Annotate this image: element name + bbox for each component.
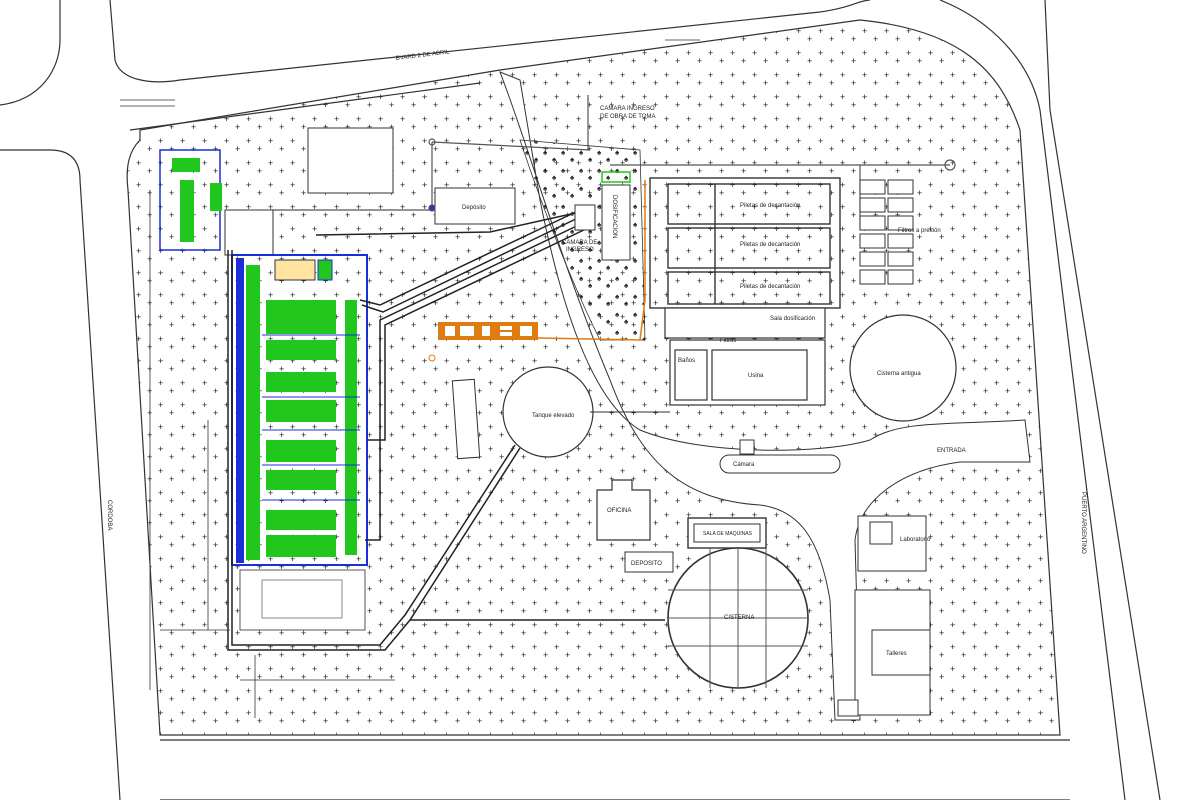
building-top — [307, 127, 394, 194]
main-building-lower — [664, 307, 826, 406]
label-camara-ingreso-2: INGRESO — [566, 247, 594, 253]
street-right: PUERTO ARGENTINO — [1080, 492, 1086, 554]
label-camara-ingreso-obra-1: CAMARA INGRESO — [600, 106, 655, 112]
street-left: CORDOBA — [106, 500, 112, 530]
label-usina: Usina — [748, 373, 764, 379]
label-oficina: OFICINA — [607, 508, 631, 514]
oficina-building — [596, 479, 651, 541]
bottom-street — [160, 739, 1070, 800]
label-camara: Cámara — [733, 462, 755, 468]
tanque-elevado — [502, 366, 594, 458]
label-sala-dosificacion: Sala dosificación — [770, 316, 815, 322]
filter-building — [159, 149, 368, 631]
camara-ingreso — [574, 204, 596, 231]
label-cisterna-antigua: Cisterna antigua — [877, 371, 921, 377]
cisterna-antigua — [849, 314, 957, 422]
sala-maquinas-inner — [693, 523, 761, 543]
label-tanque-elevado: Tanque elevado — [532, 413, 575, 419]
label-pileta-1: Piletas de decantación — [740, 203, 800, 209]
inner-road — [499, 71, 1031, 721]
label-filtros-presion: Filtros a presión — [898, 228, 941, 234]
label-entrada: ENTRADA — [937, 448, 966, 454]
label-dosificacion: DOSIFICACION — [611, 195, 617, 238]
label-deposito: DEPOSITO — [631, 561, 662, 567]
sala-maquinas — [687, 517, 767, 549]
laboratorio-building — [857, 515, 927, 572]
pipeline-bundle — [227, 209, 665, 651]
label-camara-ingreso-obra-2: DE OBRA DE TOMA — [600, 114, 655, 120]
deposito-building — [624, 551, 674, 573]
label-camara-ingreso-1: CAMARA DE — [562, 240, 597, 246]
label-filtros: Filtros — [720, 338, 736, 344]
cisterna — [667, 547, 809, 689]
piletas-decantacion — [649, 177, 841, 309]
label-sala-maquinas: SALA DE MAQUINAS — [703, 531, 753, 537]
talleres-building — [837, 589, 931, 717]
label-pileta-2: Piletas de decantación — [740, 242, 800, 248]
label-cisterna: CISTERNA — [724, 615, 754, 621]
dosificacion-marker — [601, 171, 631, 183]
dosificacion-building — [601, 184, 631, 261]
canal — [451, 378, 481, 460]
label-pileta-3: Piletas de decantación — [740, 284, 800, 290]
street-top: BVARD 2 DE ABRIL — [396, 49, 451, 62]
label-talleres: Talleres — [886, 651, 907, 657]
building-deposito-top — [434, 187, 516, 225]
label-banos: Baños — [678, 358, 695, 364]
filtros-presion-tanks — [859, 179, 914, 285]
entrance-island — [719, 454, 841, 474]
orange-line — [428, 180, 646, 362]
label-laboratorio: Laboratorio — [900, 537, 931, 543]
dimension-lines — [120, 39, 700, 718]
label-deposito-top: Depósito — [462, 205, 486, 211]
camara-box — [739, 439, 755, 455]
